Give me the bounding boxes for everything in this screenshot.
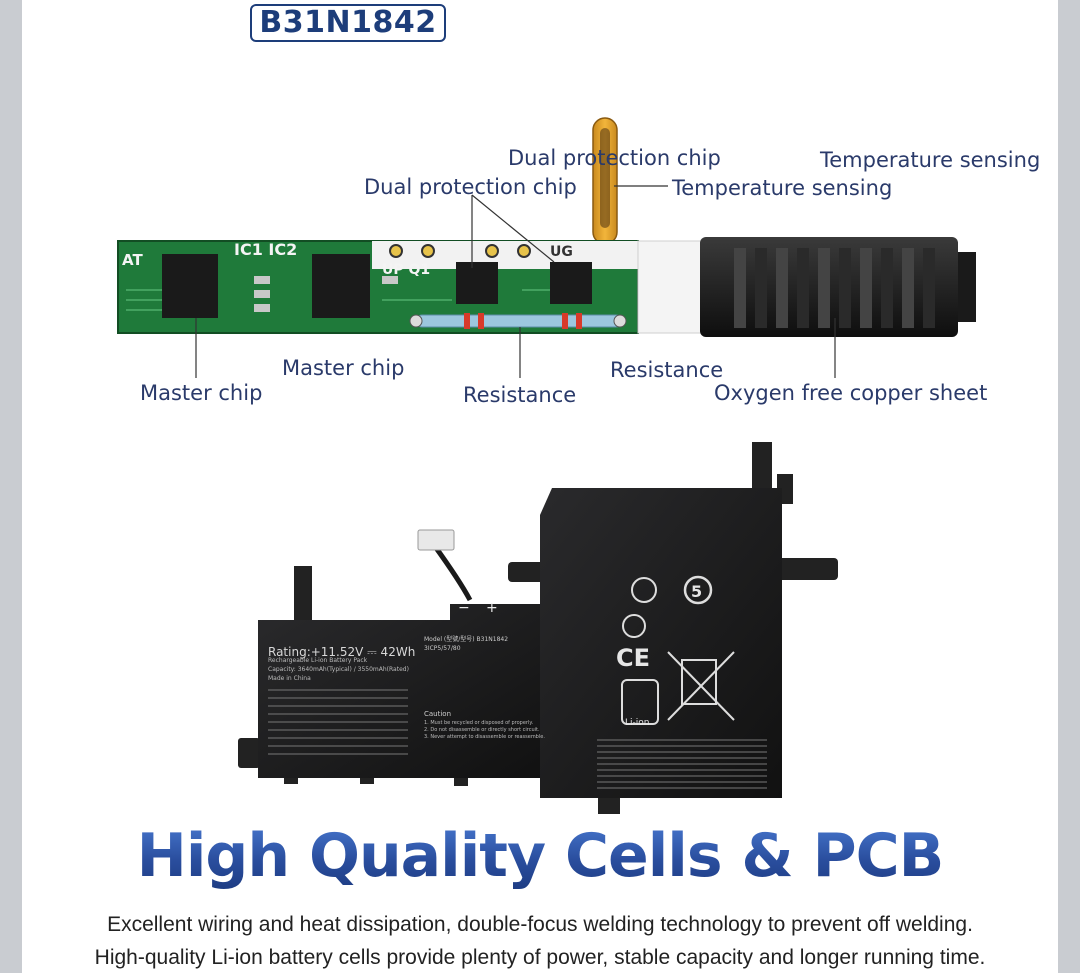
battery-warning-2: 2. Do not disassemble or directly short … xyxy=(424,727,540,733)
battery-made-in: Made in China xyxy=(268,675,311,682)
battery-model-line: Model (型號/型号) B31N1842 xyxy=(424,636,509,643)
master-chip-1 xyxy=(162,254,218,318)
silk-ug: UG xyxy=(550,244,573,260)
protection-chip-2 xyxy=(550,262,592,304)
battery-caution: Caution xyxy=(424,710,452,718)
battery-plus: + xyxy=(486,600,498,616)
temperature-sensor-flex xyxy=(592,117,618,245)
label-master-chip-2: Master chip xyxy=(140,381,263,405)
leader-lines xyxy=(195,185,836,378)
battery-rating: Rating:+11.52V ⎓ 42Wh xyxy=(268,645,416,659)
ce-mark: CE xyxy=(616,644,651,672)
label-dual-protection-chip-2: Dual protection chip xyxy=(364,175,577,199)
battery-warning-3: 3. Never attempt to disassemble or reass… xyxy=(424,734,545,740)
battery-cells: 3ICP5/57/80 xyxy=(424,645,461,652)
model-number-badge: B31N1842 xyxy=(250,4,446,42)
silk-up: UP Q1 xyxy=(382,262,431,278)
label-resistance-1: Resistance xyxy=(610,358,724,382)
description-line-1: Excellent wiring and heat dissipation, d… xyxy=(107,913,973,936)
description-line-2: High-quality Li-ion battery cells provid… xyxy=(94,946,986,969)
battery-warning-1: 1. Must be recycled or disposed of prope… xyxy=(424,720,534,726)
label-temperature-sensing-2: Temperature sensing xyxy=(672,176,893,200)
protection-chip-1 xyxy=(456,262,498,304)
pcb-board xyxy=(117,240,719,334)
battery-cert-five: 5 xyxy=(691,582,703,601)
product-image: B31N1842 xyxy=(22,0,1058,973)
silk-at: AT xyxy=(122,251,143,269)
battery-minus: − xyxy=(458,600,470,616)
battery-capacity: Capacity: 3640mAh(Typical) / 3550mAh(Rat… xyxy=(268,666,409,673)
label-oxygen-free-copper-sheet: Oxygen free copper sheet xyxy=(714,381,988,405)
pcb-illustration xyxy=(117,117,976,814)
label-master-chip-1: Master chip xyxy=(282,356,405,380)
headline: High Quality Cells & PCB xyxy=(22,818,1058,894)
silk-ic: IC1 IC2 xyxy=(234,240,298,259)
battery-pack xyxy=(238,442,838,814)
label-resistance-2: Resistance xyxy=(463,383,577,407)
li-ion-mark: Li-ion xyxy=(625,718,650,728)
battery-pack-type: Rechargeable Li-ion Battery Pack xyxy=(268,657,368,664)
label-temperature-sensing-1: Temperature sensing xyxy=(820,148,1041,172)
master-chip-2 xyxy=(312,254,370,318)
label-dual-protection-chip-1: Dual protection chip xyxy=(508,146,721,170)
